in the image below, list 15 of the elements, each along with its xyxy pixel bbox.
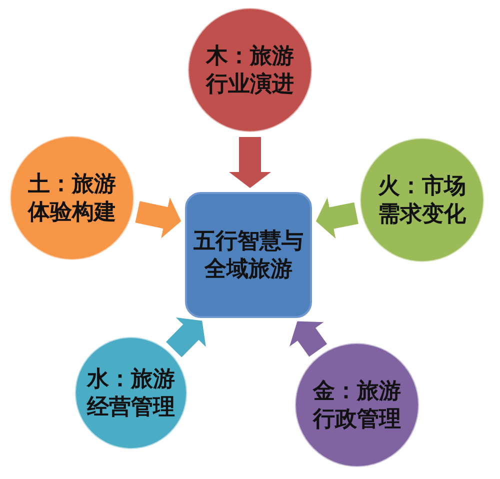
circle-node — [9, 135, 135, 261]
node-label: 火：市场需求变化 — [377, 172, 467, 228]
arrow — [314, 197, 358, 239]
node-label: 土：旅游体验构建 — [26, 170, 117, 226]
circle-node — [359, 137, 485, 263]
circle-node — [187, 7, 313, 133]
arrow — [229, 137, 271, 188]
node-label: 金：旅游行政管理 — [312, 377, 402, 433]
arrow — [135, 197, 184, 238]
circle-node — [74, 336, 188, 450]
node-label: 木：旅游行业演进 — [204, 42, 295, 98]
node-label: 五行智慧与全域旅游 — [192, 227, 304, 283]
node-label: 水：旅游经营管理 — [86, 365, 176, 421]
circle-node — [294, 342, 420, 468]
center-box — [185, 192, 312, 318]
